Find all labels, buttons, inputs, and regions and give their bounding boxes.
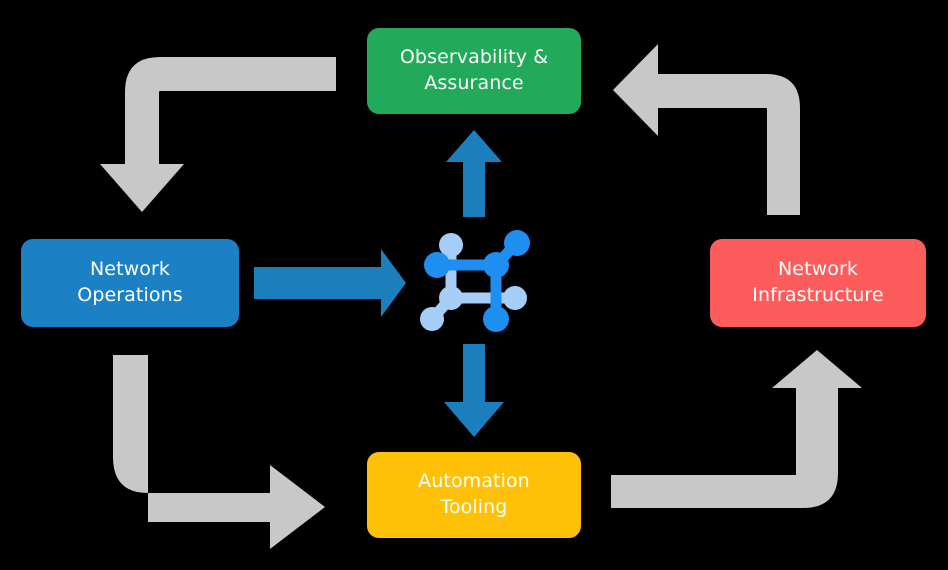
flow-arrow-observability-to-operations (100, 57, 336, 212)
flow-arrow-infrastructure-to-observability (613, 44, 800, 215)
node-label-observability-assurance: Observability & Assurance (399, 46, 549, 94)
topology-node-bottom (483, 306, 509, 332)
primary-arrow-center-to-automation (444, 344, 504, 437)
topology-node-left (424, 252, 450, 278)
node-box-network-infrastructure[interactable]: Network Infrastructure (710, 239, 926, 327)
node-label-automation-tooling: Automation Tooling (418, 470, 530, 518)
node-label-network-operations: Network Operations (77, 258, 183, 306)
node-box-network-operations[interactable]: Network Operations (21, 239, 239, 327)
flow-arrow-operations-to-automation (113, 355, 325, 549)
network-topology-icon (420, 230, 530, 332)
node-box-observability-assurance[interactable]: Observability & Assurance (367, 28, 581, 114)
primary-arrow-center-to-observability (446, 130, 502, 217)
topology-node-top-right (504, 230, 530, 256)
topology-node-bottom-left (420, 307, 444, 331)
topology-node-top-left (439, 233, 463, 257)
node-box-automation-tooling[interactable]: Automation Tooling (367, 452, 581, 538)
node-label-network-infrastructure: Network Infrastructure (752, 258, 884, 306)
topology-node-mid-left (439, 286, 463, 310)
topology-node-mid-right (503, 286, 527, 310)
topology-node-hub (483, 252, 509, 278)
flow-arrow-automation-to-infrastructure (611, 350, 862, 508)
primary-arrow-operations-to-center (254, 249, 406, 317)
